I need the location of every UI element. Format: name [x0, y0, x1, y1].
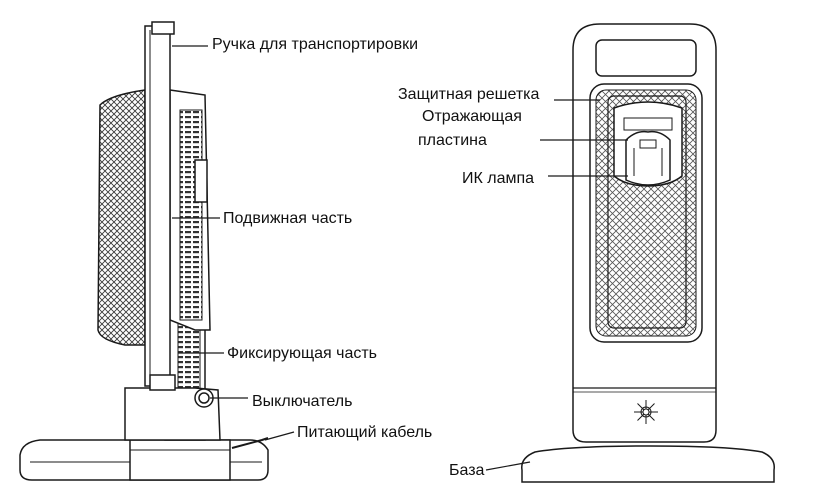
side-handle — [151, 21, 175, 35]
label-moving-part: Подвижная часть — [223, 210, 353, 227]
label-ir-lamp: ИК лампа — [462, 170, 535, 187]
front-handle — [595, 39, 697, 77]
side-mesh — [97, 89, 146, 346]
power-cable-shape — [231, 437, 269, 449]
label-guard-grille: Защитная решетка — [398, 86, 540, 103]
label-handle: Ручка для транспортировки — [212, 36, 419, 53]
label-power-cable: Питающий кабель — [297, 424, 433, 441]
label-reflector-line1: Отражающая — [422, 108, 522, 125]
side-view — [19, 21, 269, 481]
side-body — [144, 25, 171, 387]
label-switch: Выключатель — [252, 393, 353, 410]
ir-lamp-shape — [625, 130, 671, 186]
front-base — [521, 445, 775, 483]
label-fixing-part: Фиксирующая часть — [227, 345, 378, 362]
front-leaders — [485, 99, 628, 471]
logo-star-icon — [634, 400, 658, 424]
front-view — [521, 23, 775, 483]
side-base-center — [129, 439, 231, 481]
side-leaders — [172, 45, 295, 441]
label-reflector-line2: пластина — [418, 132, 487, 149]
label-base: База — [449, 462, 485, 479]
